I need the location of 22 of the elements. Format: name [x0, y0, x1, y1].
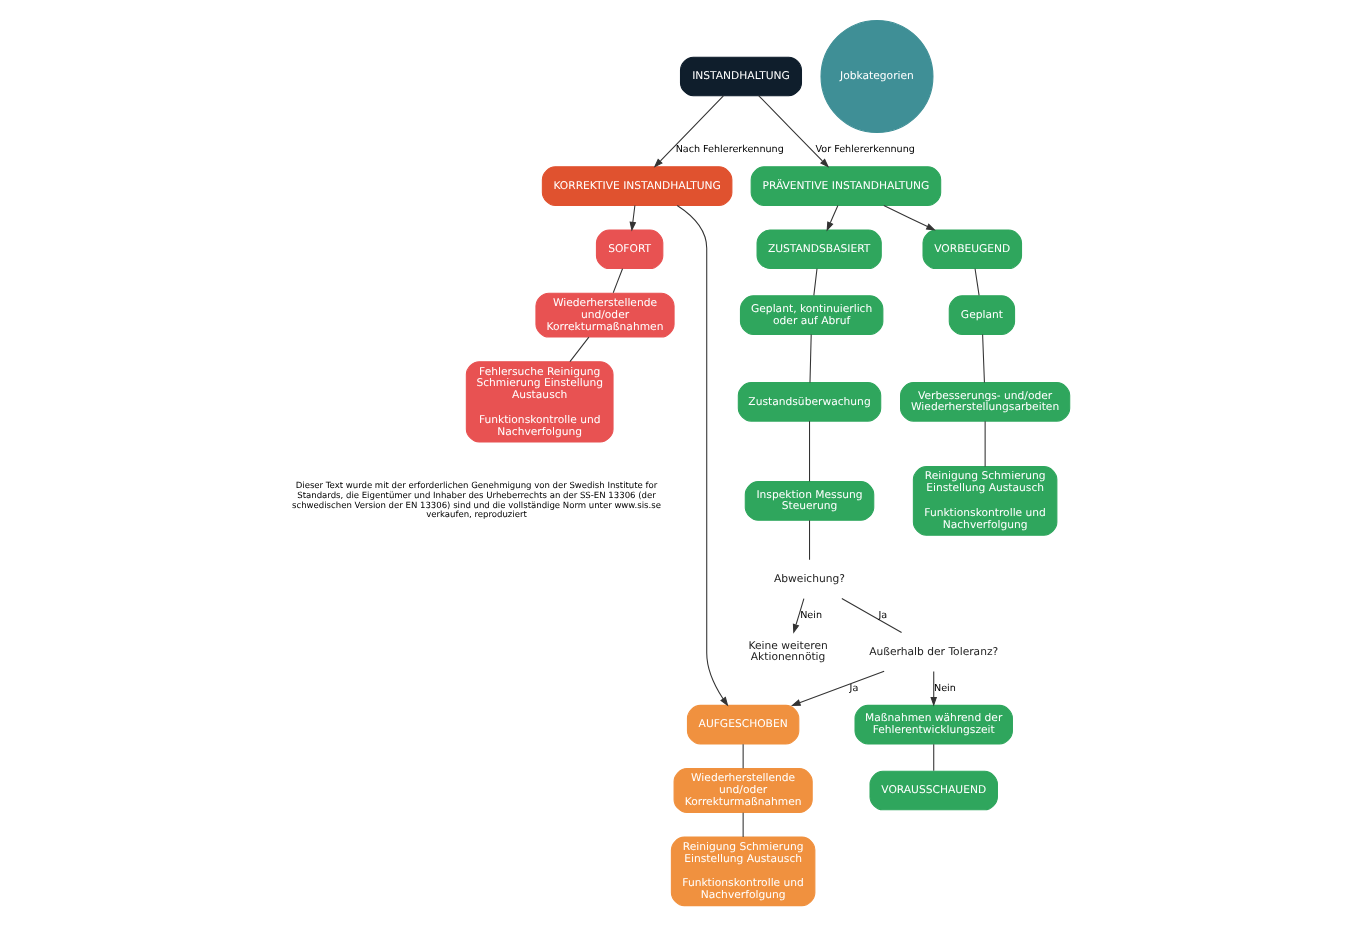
arrow [883, 204, 936, 231]
arrow [792, 598, 805, 634]
connector [813, 268, 818, 296]
connector [742, 812, 744, 838]
arrow [790, 670, 885, 706]
connector [984, 420, 986, 467]
arrow [930, 670, 938, 707]
arrow [676, 204, 729, 707]
connector [809, 334, 812, 383]
connector [841, 598, 903, 634]
connector [612, 268, 624, 294]
connector [569, 336, 590, 363]
arrow [826, 204, 839, 232]
connector [982, 334, 985, 383]
arrow [629, 204, 637, 232]
connector [809, 519, 811, 561]
connector [809, 420, 811, 482]
arrow [653, 95, 724, 168]
arrow [758, 95, 830, 168]
connector [933, 743, 935, 772]
connector [974, 268, 980, 296]
connector [742, 743, 744, 769]
